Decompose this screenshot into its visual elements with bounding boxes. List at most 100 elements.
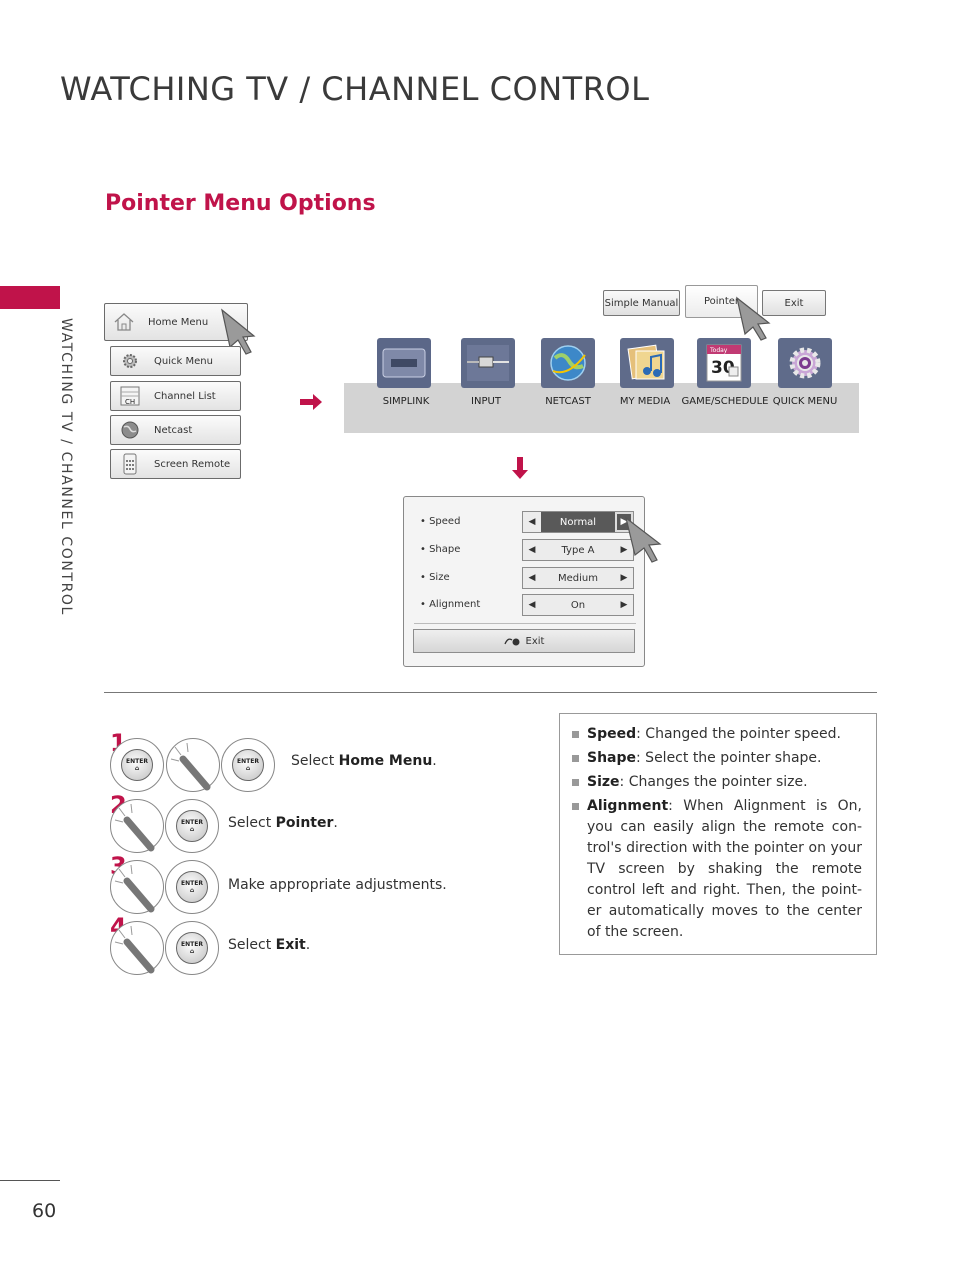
simple-manual-button[interactable]: Simple Manual — [603, 290, 680, 316]
launcher-bar — [344, 383, 859, 433]
shake-remote-icon — [170, 742, 211, 791]
speed-label: • Speed — [420, 516, 461, 527]
enter-label: ENTER — [237, 758, 259, 765]
house-icon — [111, 311, 137, 333]
launcher-label: NETCAST — [545, 396, 591, 407]
launcher-label: SIMPLINK — [382, 396, 430, 407]
size-selector[interactable]: ◀ Medium ▶ — [522, 567, 634, 589]
arrow-down-icon — [512, 457, 528, 479]
side-tab-marker — [0, 286, 60, 309]
menu-item-label: Netcast — [154, 424, 193, 436]
home-glyph: ⌂ — [134, 765, 140, 772]
menu-item-netcast[interactable]: Netcast — [110, 415, 241, 445]
shake-remote-illustration — [110, 860, 164, 914]
menu-item-label: Quick Menu — [154, 355, 213, 367]
arrow-left-icon[interactable]: ◀ — [528, 600, 536, 610]
home-menu-label: Home Menu — [148, 316, 209, 328]
svg-text:CH: CH — [125, 398, 135, 406]
svg-text:Today: Today — [709, 347, 728, 354]
size-value: Medium — [558, 572, 598, 584]
launcher-label: GAME/SCHEDULE — [681, 396, 769, 407]
shake-remote-icon — [114, 925, 155, 974]
home-glyph: ⌂ — [189, 826, 195, 833]
menu-item-label: Screen Remote — [154, 458, 231, 470]
remote-control-icon — [117, 453, 143, 475]
remote-button-illustration: ENTER⌂ — [110, 738, 164, 792]
note-item: Size: Changes the pointer size. — [572, 772, 862, 793]
menu-item-screen-remote[interactable]: Screen Remote — [110, 449, 241, 479]
enter-home-icon: ENTER⌂ — [176, 871, 208, 903]
pointer-cursor-icon — [221, 308, 256, 355]
panel-divider — [414, 623, 636, 624]
enter-label: ENTER — [126, 758, 148, 765]
menu-item-channel-list[interactable]: CH Channel List — [110, 381, 241, 411]
shape-value: Type A — [561, 544, 595, 556]
alignment-label: • Alignment — [420, 599, 481, 610]
remote-button-illustration: ENTER⌂ — [165, 860, 219, 914]
launcher-label: INPUT — [471, 396, 501, 407]
alignment-value: On — [570, 599, 586, 611]
launcher-label: MY MEDIA — [619, 396, 671, 407]
home-glyph: ⌂ — [189, 948, 195, 955]
arrow-left-icon[interactable]: ◀ — [528, 517, 536, 527]
step-text: Make appropriate adjustments. — [228, 877, 447, 893]
enter-label: ENTER — [181, 941, 203, 948]
side-section-label: WATCHING TV / CHANNEL CONTROL — [58, 318, 74, 616]
launcher-label: QUICK MENU — [772, 396, 838, 407]
shape-label: • Shape — [420, 544, 461, 555]
arrow-right-icon — [300, 394, 322, 410]
arrow-left-icon[interactable]: ◀ — [528, 573, 536, 583]
enter-home-icon: ENTER⌂ — [176, 932, 208, 964]
notes-box: Speed: Changed the pointer speed. Shape:… — [559, 713, 877, 955]
exit-button[interactable]: Exit — [762, 290, 826, 316]
note-item: Alignment: When Alignment is On, you can… — [572, 796, 862, 943]
home-glyph: ⌂ — [245, 765, 251, 772]
simplink-icon[interactable] — [377, 338, 431, 388]
enter-label: ENTER — [181, 819, 203, 826]
menu-item-quick-menu[interactable]: Quick Menu — [110, 346, 241, 376]
section-divider — [104, 692, 877, 693]
shake-remote-illustration — [166, 738, 220, 792]
pointer-settings-panel: • Speed ◀ Normal ▶ • Shape ◀ Type A ▶ • … — [403, 496, 645, 667]
gear-icon — [117, 350, 143, 372]
page-title: WATCHING TV / CHANNEL CONTROL — [60, 70, 650, 108]
quick-menu-gear-icon[interactable] — [778, 338, 832, 388]
enter-home-icon: ENTER⌂ — [176, 810, 208, 842]
shape-selector[interactable]: ◀ Type A ▶ — [522, 539, 634, 561]
menu-item-label: Channel List — [154, 390, 216, 402]
step-text: Select Exit. — [228, 937, 311, 953]
speed-selector[interactable]: ◀ Normal ▶ — [522, 511, 634, 533]
enter-home-icon: ENTER⌂ — [121, 749, 153, 781]
arrow-left-icon[interactable]: ◀ — [528, 545, 536, 555]
shake-remote-illustration — [110, 921, 164, 975]
remote-button-illustration: ENTER⌂ — [165, 799, 219, 853]
remote-button-illustration: ENTER⌂ — [221, 738, 275, 792]
shake-remote-illustration — [110, 799, 164, 853]
speed-value: Normal — [541, 512, 615, 532]
enter-label: ENTER — [181, 880, 203, 887]
page-number: 60 — [32, 1200, 57, 1222]
pointer-cursor-icon — [736, 296, 771, 341]
panel-exit-button[interactable]: Exit — [413, 629, 635, 653]
step-text: Select Pointer. — [228, 815, 338, 831]
my-media-icon[interactable] — [620, 338, 674, 388]
shake-remote-icon — [114, 803, 155, 852]
page-number-rule — [0, 1180, 60, 1181]
back-remote-icon — [503, 638, 520, 646]
size-label: • Size — [420, 572, 450, 583]
note-item: Shape: Select the pointer shape. — [572, 748, 862, 769]
input-icon[interactable] — [461, 338, 515, 388]
remote-button-illustration: ENTER⌂ — [165, 921, 219, 975]
arrow-right-small-icon[interactable]: ▶ — [620, 600, 628, 610]
globe-icon — [117, 419, 143, 441]
panel-exit-label: Exit — [525, 635, 545, 647]
pointer-cursor-icon — [625, 516, 662, 563]
note-item: Speed: Changed the pointer speed. — [572, 724, 862, 745]
alignment-selector[interactable]: ◀ On ▶ — [522, 594, 634, 616]
section-title: Pointer Menu Options — [105, 191, 376, 216]
netcast-globe-icon[interactable] — [541, 338, 595, 388]
arrow-right-small-icon[interactable]: ▶ — [620, 573, 628, 583]
channel-list-icon: CH — [117, 385, 143, 407]
arrow-right-small-icon[interactable]: ▶ — [620, 545, 628, 555]
